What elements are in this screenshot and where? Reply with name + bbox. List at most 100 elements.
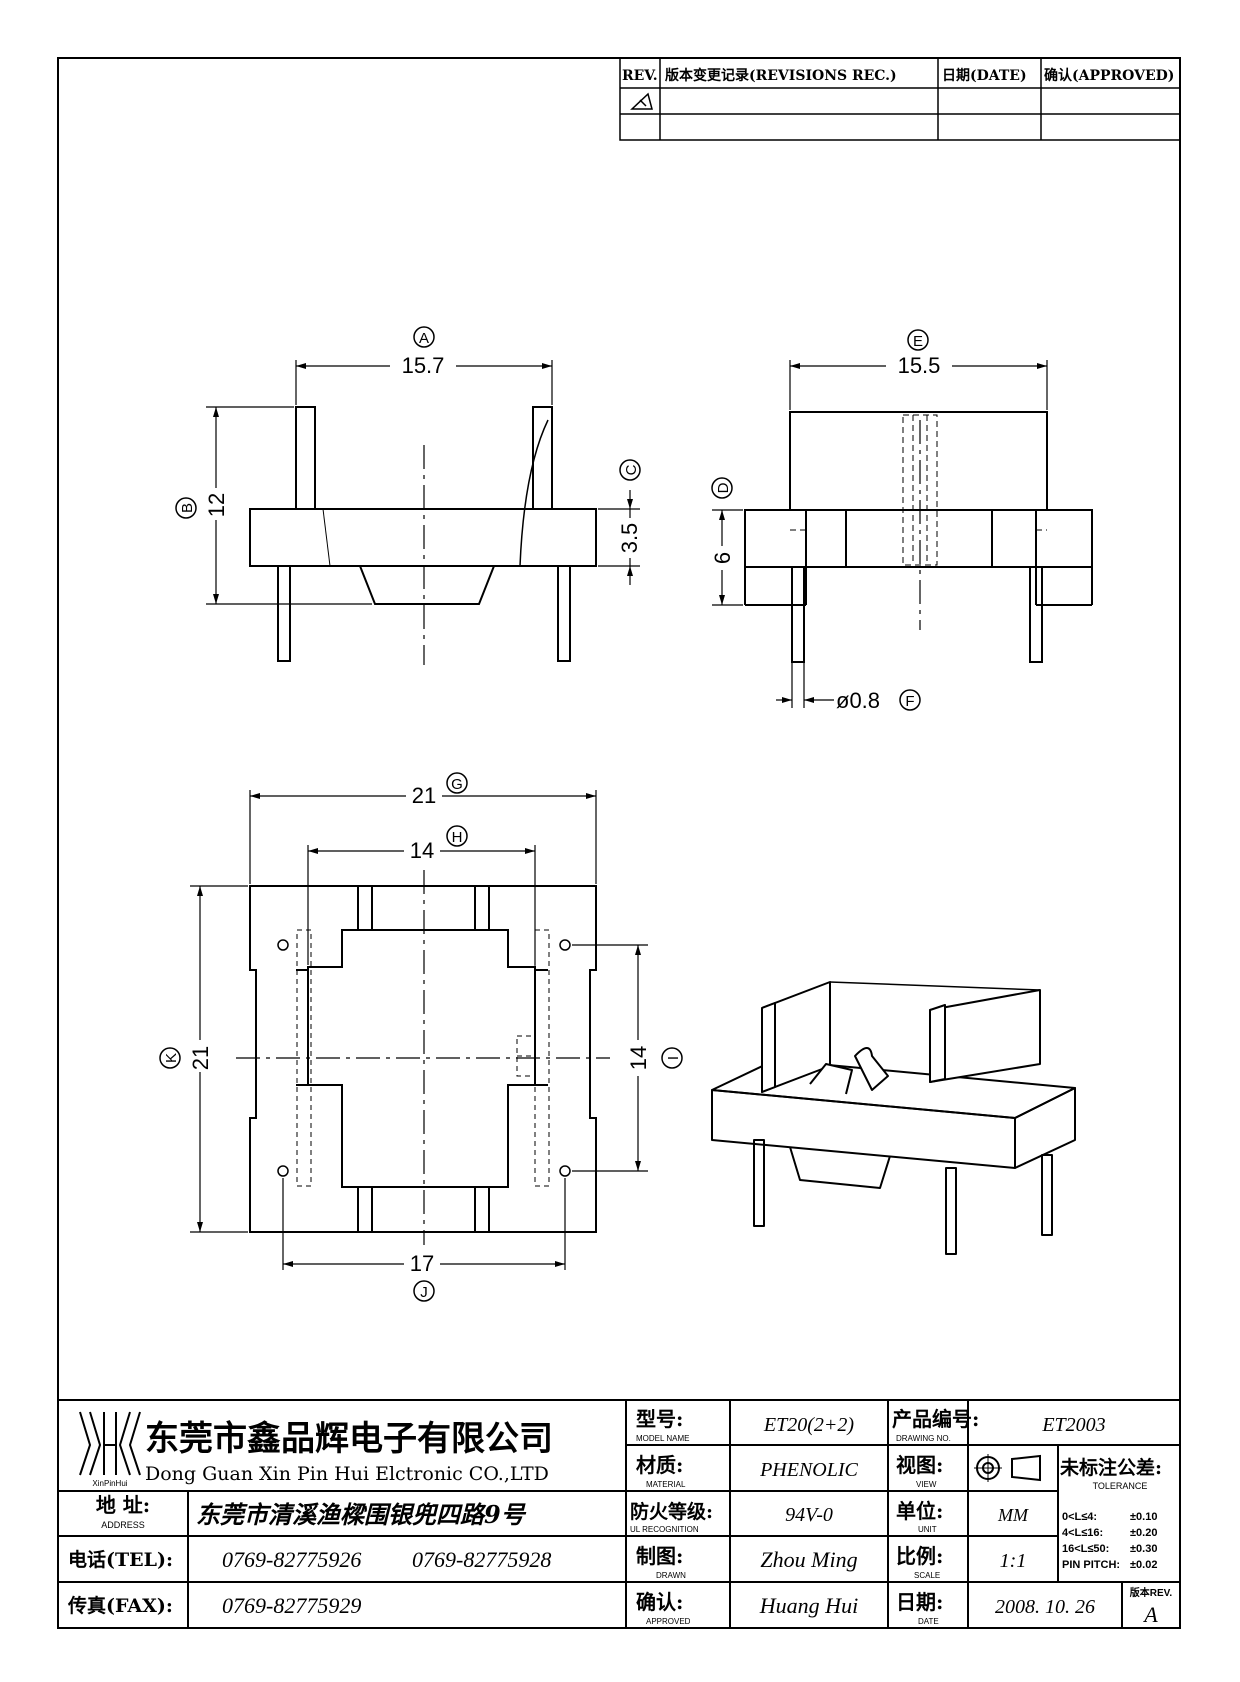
approved-header: 确认(APPROVED) bbox=[1044, 67, 1174, 84]
dim-a-letter: A bbox=[419, 330, 429, 347]
scale-label: 比例: bbox=[896, 1544, 943, 1568]
address-value: 东莞市清溪渔樑围银兜四路9号 bbox=[196, 1500, 527, 1529]
date-value: 2008. 10. 26 bbox=[995, 1596, 1095, 1618]
dim-k-value: 21 bbox=[188, 1046, 213, 1070]
dim-k-letter: K bbox=[163, 1053, 180, 1063]
dim-g-value: 21 bbox=[412, 783, 436, 808]
ul-label: 防火等级: bbox=[630, 1500, 713, 1523]
title-block-grid bbox=[57, 1399, 1181, 1629]
unit-value: MM bbox=[997, 1505, 1029, 1525]
dim-j-value: 17 bbox=[410, 1251, 434, 1276]
drawn-value: Zhou Ming bbox=[760, 1547, 857, 1572]
approved-value: Huang Hui bbox=[759, 1593, 858, 1618]
dim-c-marker bbox=[619, 459, 641, 481]
dim-d-marker bbox=[711, 477, 733, 499]
dim-a-value: 15.7 bbox=[402, 353, 445, 378]
dim-b-marker bbox=[175, 497, 197, 519]
dim-a-marker bbox=[413, 326, 435, 348]
rev-label: 版本REV. bbox=[1130, 1586, 1173, 1599]
revision-triangle-icon bbox=[630, 92, 653, 110]
side-hidden-lines bbox=[790, 414, 1047, 566]
ul-label-en: UL RECOGNITION bbox=[630, 1525, 699, 1534]
dim-h-value: 14 bbox=[410, 838, 434, 863]
company-name-cn: 东莞市鑫品辉电子有限公司 bbox=[145, 1419, 553, 1459]
drawing-no-value: ET2003 bbox=[1041, 1414, 1105, 1436]
sheet-border bbox=[57, 57, 1181, 1629]
tol-range-2: 4<L≤16: bbox=[1062, 1527, 1103, 1539]
scale-value: 1:1 bbox=[1000, 1550, 1027, 1572]
tol-value-4: ±0.02 bbox=[1130, 1559, 1157, 1571]
date-header: 日期(DATE) bbox=[942, 68, 1027, 84]
dim-b-letter: B bbox=[179, 503, 196, 513]
address-label-en: ADDRESS bbox=[101, 1520, 145, 1530]
view-label-en: VIEW bbox=[916, 1480, 937, 1489]
dim-j-letter: J bbox=[420, 1284, 428, 1301]
unit-label: 单位: bbox=[896, 1499, 943, 1523]
dim-f-marker bbox=[899, 689, 921, 711]
tel-2: 0769-82775928 bbox=[412, 1547, 551, 1572]
model-value: ET20(2+2) bbox=[763, 1414, 854, 1436]
rev-header: REV. bbox=[622, 68, 658, 84]
date-label: 日期: bbox=[896, 1590, 943, 1614]
tol-value-3: ±0.30 bbox=[1130, 1543, 1157, 1555]
front-view bbox=[249, 406, 597, 662]
dim-j-marker bbox=[413, 1280, 435, 1302]
unit-label-en: UNIT bbox=[918, 1525, 937, 1534]
logo-text: XinPinHui bbox=[92, 1479, 127, 1488]
material-value: PHENOLIC bbox=[759, 1459, 858, 1481]
drawing-no-label-en: DRAWING NO. bbox=[896, 1434, 951, 1443]
dim-f bbox=[776, 662, 834, 708]
dim-h-marker bbox=[446, 825, 468, 847]
fax-label: 传真(FAX): bbox=[67, 1594, 173, 1617]
dim-d-value: 6 bbox=[710, 552, 735, 564]
tolerance-label-en: TOLERANCE bbox=[1093, 1481, 1148, 1491]
dim-i-letter: I bbox=[665, 1056, 682, 1060]
date-label-en: DATE bbox=[918, 1617, 939, 1626]
dim-h-letter: H bbox=[452, 829, 463, 846]
dim-d-letter: D bbox=[715, 482, 732, 493]
model-label: 型号: bbox=[636, 1407, 683, 1431]
drawing-no-label: 产品编号: bbox=[892, 1407, 979, 1431]
tol-range-3: 16<L≤50: bbox=[1062, 1543, 1109, 1555]
approved-label: 确认: bbox=[636, 1590, 683, 1614]
tol-range-4: PIN PITCH: bbox=[1062, 1559, 1120, 1571]
projection-symbol-icon bbox=[974, 1454, 1041, 1482]
dim-e-value: 15.5 bbox=[898, 353, 941, 378]
dim-e-marker bbox=[907, 329, 929, 351]
address-label: 地 址: bbox=[96, 1493, 150, 1517]
material-label: 材质: bbox=[636, 1453, 683, 1477]
dim-k-marker bbox=[159, 1047, 181, 1069]
pin-holes bbox=[277, 939, 571, 1177]
dim-c-letter: C bbox=[623, 464, 640, 475]
top-view bbox=[249, 885, 597, 1233]
company-name-en: Dong Guan Xin Pin Hui Elctronic CO.,LTD bbox=[145, 1463, 549, 1485]
drawn-label-en: DRAWN bbox=[656, 1571, 686, 1580]
tel-1: 0769-82775926 bbox=[222, 1547, 361, 1572]
scale-label-en: SCALE bbox=[914, 1571, 940, 1580]
fax-value: 0769-82775929 bbox=[222, 1593, 361, 1618]
drawn-label: 制图: bbox=[636, 1544, 683, 1568]
dim-g-letter: G bbox=[451, 776, 463, 793]
tol-value-1: ±0.10 bbox=[1130, 1511, 1157, 1523]
dim-b-value: 12 bbox=[204, 493, 229, 517]
tol-range-1: 0<L≤4: bbox=[1062, 1511, 1097, 1523]
dim-c-value: 3.5 bbox=[617, 523, 642, 554]
dim-f-value: ø0.8 bbox=[836, 688, 880, 713]
ul-value: 94V-0 bbox=[785, 1504, 833, 1526]
side-view bbox=[744, 411, 1093, 663]
dim-i-marker bbox=[661, 1047, 683, 1069]
dim-g-marker bbox=[446, 772, 468, 794]
rev-value: A bbox=[1142, 1602, 1158, 1627]
tel-label: 电话(TEL): bbox=[68, 1548, 173, 1571]
tol-value-2: ±0.20 bbox=[1130, 1527, 1157, 1539]
top-hidden-lines bbox=[296, 929, 550, 1187]
model-label-en: MODEL NAME bbox=[636, 1434, 690, 1443]
revisions-header: 版本变更记录(REVISIONS REC.) bbox=[665, 67, 897, 84]
company-logo bbox=[79, 1411, 141, 1476]
material-label-en: MATERIAL bbox=[646, 1480, 686, 1489]
tolerance-label: 未标注公差: bbox=[1059, 1456, 1162, 1479]
approved-label-en: APPROVED bbox=[646, 1617, 691, 1626]
view-label: 视图: bbox=[896, 1453, 943, 1477]
